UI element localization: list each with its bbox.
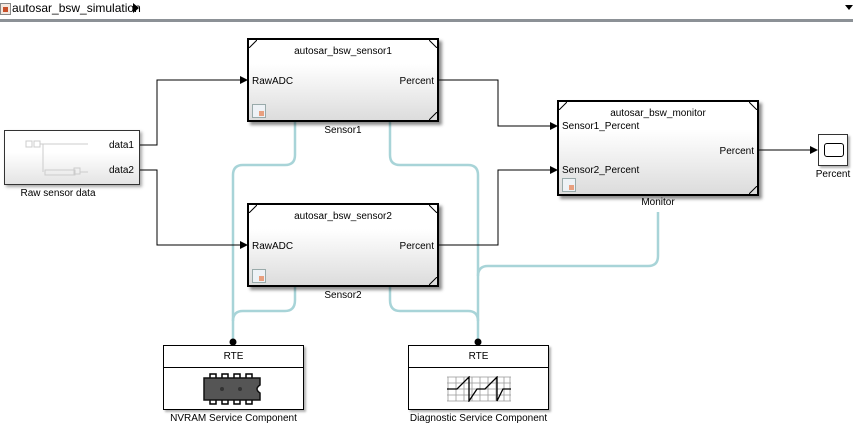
- signal-connections: [140, 76, 818, 249]
- block-title: autosar_bsw_sensor1: [294, 46, 392, 57]
- signal-wire: [140, 169, 248, 249]
- port-sensor1-percent: Sensor1_Percent: [562, 121, 640, 132]
- signal-wire: [438, 166, 558, 246]
- scope-icon: [824, 143, 844, 157]
- service-wire: [388, 287, 480, 322]
- block-label: Diagnostic Service Component: [409, 413, 548, 424]
- signal-wire: [140, 76, 248, 146]
- signal-wire: [438, 79, 558, 130]
- port-percent: Percent: [399, 241, 434, 252]
- service-wire: [388, 122, 480, 342]
- signal-builder-icon: [25, 140, 88, 176]
- scope-block[interactable]: [818, 134, 848, 166]
- sensor2-block[interactable]: autosar_bsw_sensor2 RawADC Percent: [247, 203, 439, 287]
- sensor1-block[interactable]: autosar_bsw_sensor1 RawADC Percent: [247, 38, 439, 122]
- block-label: Sensor1: [324, 125, 362, 136]
- chevron-right-icon[interactable]: [133, 3, 139, 13]
- block-label: Percent: [815, 169, 851, 180]
- port-percent: Percent: [719, 146, 754, 157]
- port-data1: data1: [108, 140, 134, 151]
- corner-mark: [559, 102, 567, 110]
- block-title: autosar_bsw_sensor2: [294, 211, 392, 222]
- port-rawadc: RawADC: [252, 241, 294, 252]
- simulink-model-icon: [0, 3, 11, 15]
- raw-sensor-data-block[interactable]: data1 data2: [4, 130, 140, 185]
- corner-mark: [429, 205, 437, 213]
- junction-dot: [229, 338, 237, 346]
- memory-chip-icon: [203, 373, 261, 405]
- block-label: NVRAM Service Component: [170, 413, 297, 424]
- breadcrumb-model[interactable]: autosar_bsw_simulation: [12, 1, 141, 15]
- model-reference-icon[interactable]: [252, 104, 266, 118]
- explorer-bar: autosar_bsw_simulation: [0, 0, 853, 18]
- port-sensor2-percent: Sensor2_Percent: [562, 165, 640, 176]
- corner-mark: [249, 205, 257, 213]
- block-label: Raw sensor data: [20, 188, 96, 199]
- diagnostic-service-block[interactable]: RTE: [408, 345, 549, 410]
- corner-mark: [749, 186, 757, 194]
- waveform-icon: [447, 376, 511, 402]
- junction-dot: [474, 338, 482, 346]
- port-percent: Percent: [399, 76, 434, 87]
- divider: [0, 19, 853, 22]
- block-label: Monitor: [641, 197, 675, 208]
- port-data2: data2: [108, 165, 134, 176]
- corner-mark: [249, 40, 257, 48]
- divider: [164, 367, 303, 368]
- block-title: autosar_bsw_monitor: [610, 108, 706, 119]
- port-rawadc: RawADC: [252, 76, 294, 87]
- model-reference-icon[interactable]: [252, 269, 266, 283]
- rte-title: RTE: [223, 351, 244, 362]
- model-reference-icon[interactable]: [562, 178, 576, 192]
- corner-mark: [749, 102, 757, 110]
- service-connections: [231, 122, 660, 342]
- nvram-service-block[interactable]: RTE: [163, 345, 304, 410]
- block-label: Sensor2: [324, 290, 362, 301]
- corner-mark: [429, 277, 437, 285]
- service-wire: [231, 287, 297, 322]
- corner-mark: [429, 40, 437, 48]
- service-wire: [231, 122, 297, 342]
- service-wire: [476, 212, 660, 277]
- chevron-down-icon[interactable]: [845, 5, 853, 10]
- rte-title: RTE: [468, 351, 489, 362]
- divider: [409, 367, 548, 368]
- monitor-block[interactable]: autosar_bsw_monitor Sensor1_Percent Sens…: [557, 100, 759, 196]
- corner-mark: [429, 112, 437, 120]
